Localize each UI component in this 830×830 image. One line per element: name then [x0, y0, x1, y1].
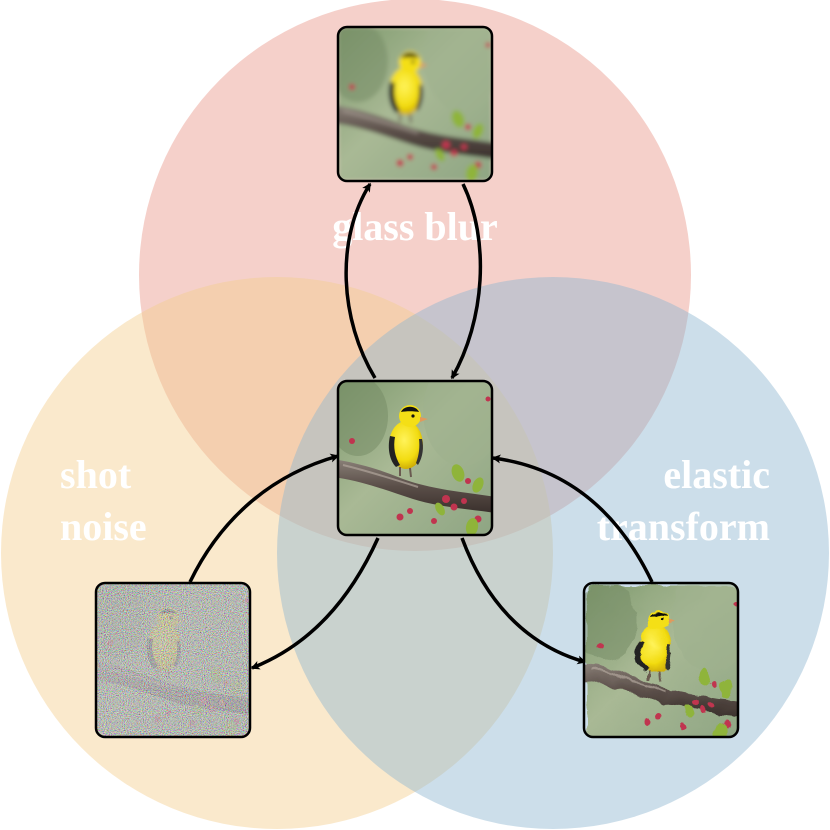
arrow-glass-to-center	[450, 183, 483, 380]
label-elastic-line2: transform	[597, 504, 770, 549]
label-elastic-line1: elastic	[663, 452, 770, 497]
arrow-elastic-to-center	[491, 454, 654, 583]
bird-image-blurred	[336, 25, 494, 183]
label-shot-noise-line2: noise	[60, 504, 147, 549]
label-shot-noise-line1: shot	[60, 452, 132, 497]
label-glass-blur: glass blur	[332, 204, 498, 249]
arrow-center-to-shot	[250, 537, 380, 670]
arrows	[188, 182, 654, 670]
bird-image-noisy	[94, 581, 252, 739]
arrow-center-to-glass	[344, 182, 377, 379]
circle-elastic-transform	[277, 277, 829, 829]
bird-image-distorted	[582, 581, 740, 739]
arrow-shot-to-center	[188, 453, 340, 583]
bird-image	[336, 379, 494, 537]
arrow-center-to-elastic	[460, 537, 587, 665]
circle-glass-blur	[139, 0, 691, 551]
